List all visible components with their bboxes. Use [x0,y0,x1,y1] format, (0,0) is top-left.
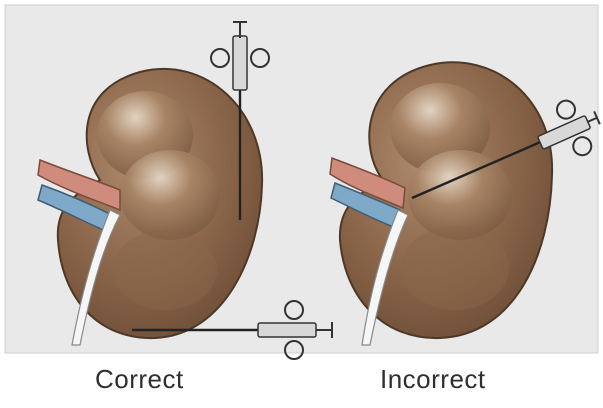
kidney-lobe-lower-left [113,230,217,310]
caption-correct: Correct [95,364,184,395]
kidney-lobe-middle-left [120,150,220,240]
kidney-lobe-lower-right [401,226,509,310]
caption-incorrect: Incorrect [380,364,486,395]
